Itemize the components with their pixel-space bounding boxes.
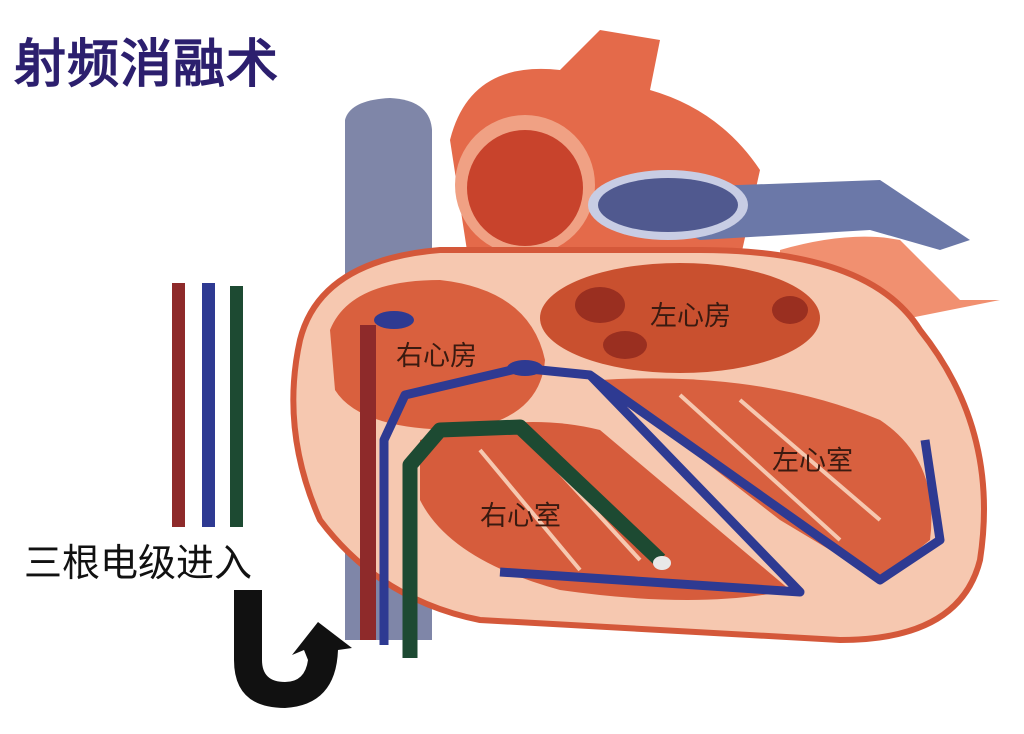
page-title: 射频消融术	[14, 35, 280, 95]
u-turn-arrow-icon	[234, 590, 352, 708]
electrode-blue-catheter	[379, 363, 945, 645]
label-right-ventricle: 右心室	[480, 501, 561, 532]
electrode-red	[172, 283, 185, 527]
label-left-atrium: 左心房	[650, 301, 731, 332]
electrode-blue	[202, 283, 215, 527]
label-right-atrium: 右心房	[396, 341, 477, 372]
label-left-ventricle: 左心室	[772, 446, 853, 477]
electrode-green-catheter	[402, 419, 666, 658]
electrode-green	[230, 286, 243, 527]
left-ventricle	[600, 378, 932, 580]
electrode-tip-red	[374, 311, 414, 329]
caption-three-electrodes: 三根电级进入	[24, 541, 253, 585]
